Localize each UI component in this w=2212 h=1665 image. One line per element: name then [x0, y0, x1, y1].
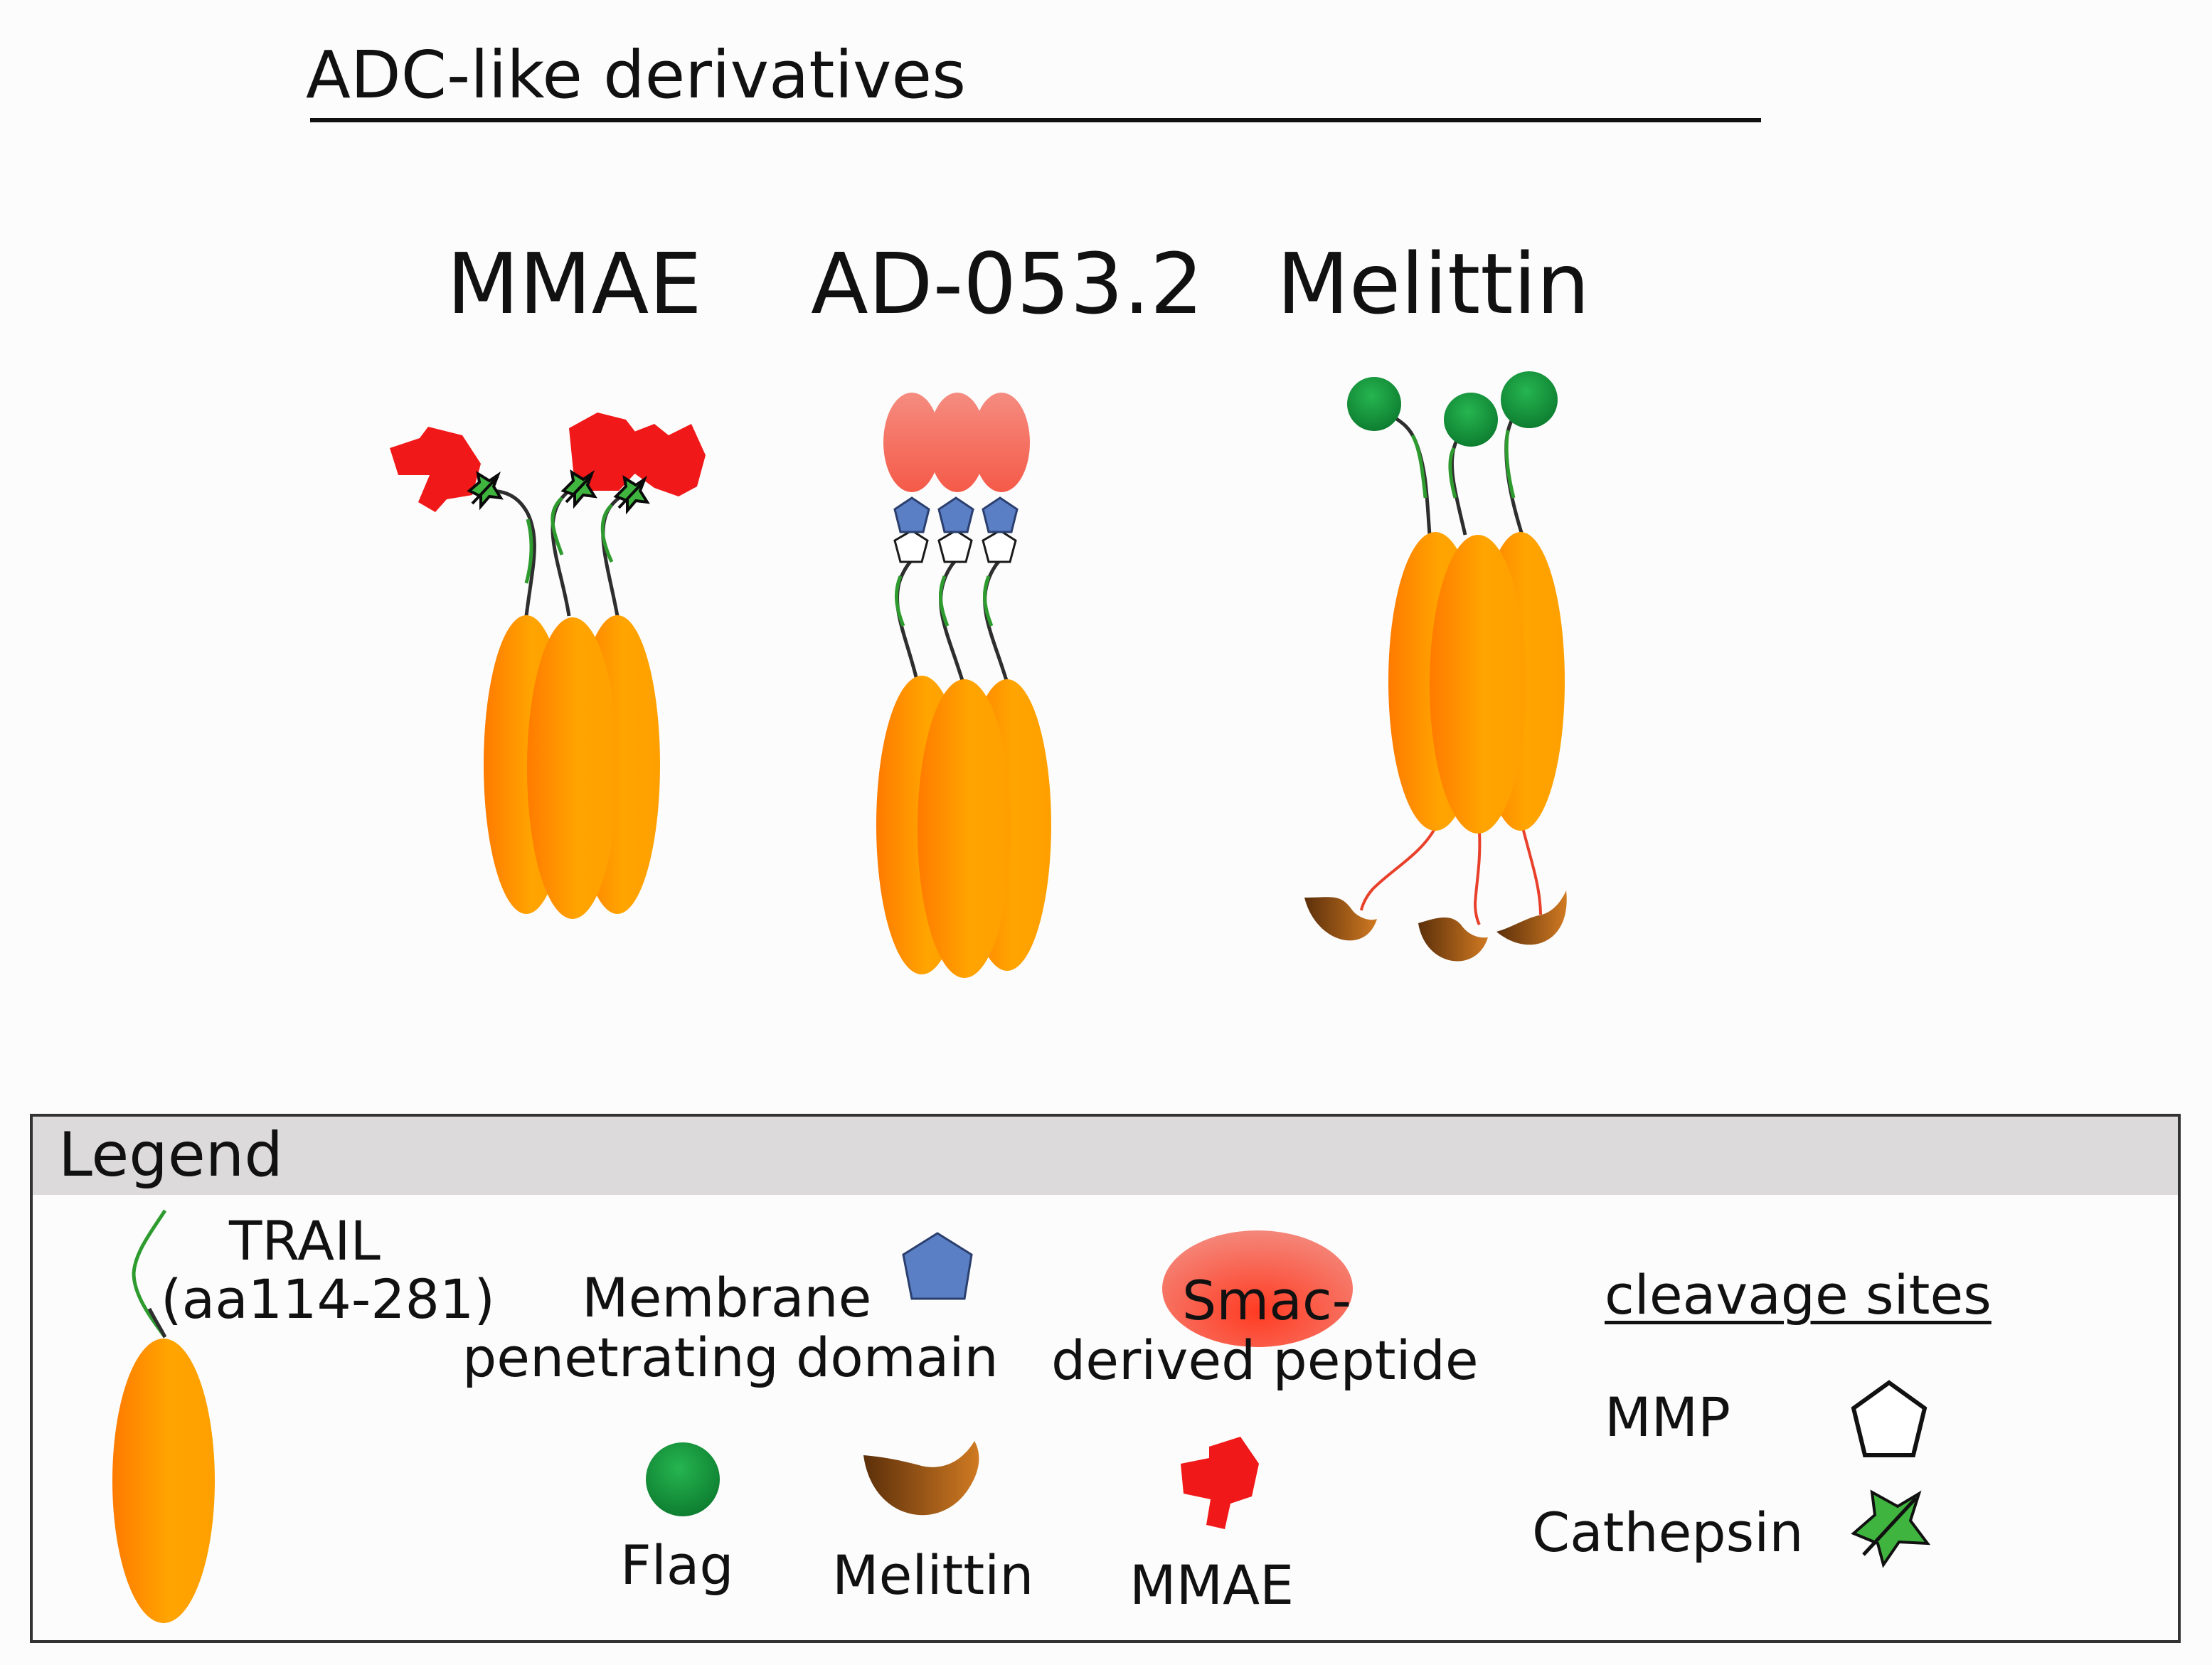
smac-peptide-icon: [1162, 1230, 1353, 1347]
membrane-penetrating-domain: [893, 496, 1019, 533]
legend-trail-label: TRAIL: [229, 1209, 381, 1272]
mmae-icon: [1181, 1437, 1259, 1529]
legend-title: Legend: [58, 1119, 283, 1191]
trail-trimer: [1388, 532, 1565, 834]
column-label-ad-053-2: AD-053.2: [811, 235, 1203, 333]
mmp-icon: [1851, 1380, 1927, 1457]
legend-membrane-label-1: Membrane: [582, 1266, 872, 1329]
smac-peptide: [883, 393, 1030, 492]
mmae-construct: [390, 413, 706, 919]
legend-melittin-label: Melittin: [832, 1543, 1034, 1607]
mmp-site: [893, 529, 1017, 563]
melittin-construct: [1304, 371, 1567, 962]
flag-tag: [1347, 371, 1558, 447]
trail-monomer: [527, 617, 618, 919]
trail-monomer: [918, 679, 1011, 978]
legend-smac-label-1: Smac-: [1182, 1269, 1352, 1332]
legend-cathepsin-label: Cathepsin: [1532, 1501, 1804, 1564]
legend-smac-label-2: derived peptide: [1051, 1329, 1479, 1392]
melittin-linkers: [1360, 824, 1542, 926]
diagram-title: ADC-like derivatives: [306, 37, 966, 113]
legend-header-band: [33, 1117, 2178, 1195]
flag-icon: [646, 1442, 720, 1516]
mmae-payload: [390, 413, 706, 512]
linkers: [894, 560, 1009, 683]
legend-membrane-label-2: penetrating domain: [462, 1326, 999, 1389]
legend-cleavage-title: cleavage sites: [1605, 1263, 1992, 1326]
column-label-melittin: Melittin: [1277, 235, 1590, 333]
trail-monomer: [1430, 535, 1526, 834]
title-underline: [310, 118, 1761, 122]
melittin-icon: [863, 1441, 979, 1516]
trail-trimer: [876, 676, 1051, 978]
legend-trail-range: (aa114-281): [161, 1267, 495, 1331]
melittin-peptide: [1304, 890, 1567, 962]
legend-panel: Legend: [30, 1114, 2181, 1643]
cathepsin-icon: [1851, 1489, 1931, 1568]
trail-trimer: [484, 615, 660, 919]
cathepsin-site: [467, 469, 650, 515]
ad-053-2-construct: [876, 393, 1051, 978]
column-label-mmae: MMAE: [447, 235, 702, 333]
legend-mmae-label: MMAE: [1129, 1553, 1294, 1617]
membrane-domain-icon: [902, 1232, 973, 1300]
legend-trail-icon: [112, 1209, 215, 1623]
linkers: [484, 483, 631, 617]
legend-mmp-label: MMP: [1605, 1385, 1730, 1449]
legend-flag-label: Flag: [620, 1533, 734, 1597]
